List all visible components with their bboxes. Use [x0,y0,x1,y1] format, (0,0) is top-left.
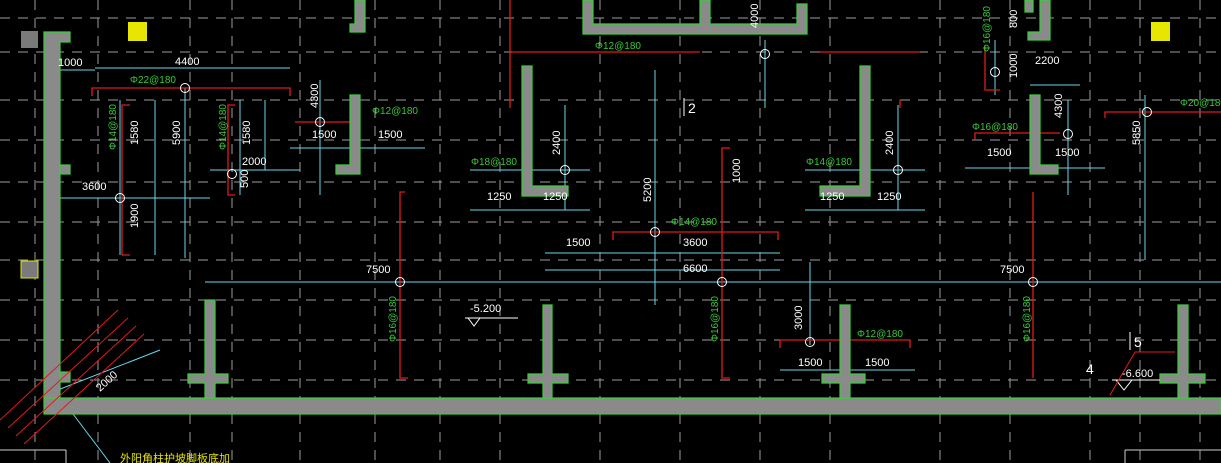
elevation-label-a: -5.200 [470,303,501,315]
dim-4400: 4400 [175,56,199,68]
wall-left-stub [59,164,71,175]
dim-3600-a: 3600 [82,181,106,193]
elevation-symbol-a [465,317,518,327]
wall-top-right [1027,0,1051,41]
wall-l-2 [521,65,569,197]
wall-bottom [43,397,1221,415]
number-label-4: 4 [1086,361,1094,377]
dim-1250-c: 1250 [820,191,844,203]
dim-1500-d: 1500 [798,357,822,369]
dim-1500-g: 1500 [1055,147,1079,159]
gray-marker-left [20,260,39,279]
rebar-lines [91,0,1221,379]
wall-l-4 [1029,94,1059,175]
dim-2000: 2000 [242,156,266,168]
diagonal-ramp [0,309,145,445]
rebar-label-8: Φ14@180 [806,157,852,168]
dim-2200: 2200 [1035,55,1059,67]
rebar-label-11: Φ12@180 [857,329,903,340]
gray-marker-top [21,31,38,48]
section-label-5: 5 [1134,334,1142,350]
dim-1500-c: 1500 [566,237,590,249]
wall-l-3 [819,65,871,197]
rebar-label-7: Φ14@180 [671,217,717,228]
wall-top-right-stub [1024,0,1034,13]
dim-500: 500 [239,170,251,188]
dimension-nodes [115,49,1152,347]
bottom-frame [0,449,1221,463]
dim-1000-b: 1000 [731,159,743,183]
dim-1000-c: 1000 [1008,54,1020,78]
dim-5850: 5850 [1131,121,1143,145]
dim-7500-b: 7500 [1000,264,1024,276]
dim-1500-f: 1500 [987,147,1011,159]
dim-1500-b: 1500 [378,129,402,141]
dim-4300-a: 4300 [309,84,321,108]
section-label-2: 2 [688,100,696,116]
dim-2400-b: 2400 [884,131,896,155]
elevation-symbol-b [1109,351,1175,396]
walls [43,0,1221,415]
rebar-label-10: Φ16@180 [710,296,721,342]
bottom-note: 外阳角柱护坡脚板底加 [120,451,230,463]
rebar-label-2: Φ14@180 [108,104,119,150]
dim-7500-a: 7500 [366,264,390,276]
wall-pier-4 [1159,304,1206,399]
rebar-label-13: Φ16@180 [972,122,1018,133]
dim-6600: 6600 [683,263,707,275]
rebar-label-6: Φ12@180 [595,41,641,52]
dim-3000: 3000 [793,306,805,330]
rebar-label-15: Φ20@180 [1180,98,1221,109]
dim-5900: 5900 [171,121,183,145]
wall-left-vertical [43,31,71,399]
dim-2000-b: 2000 [94,369,120,394]
wall-pier-1 [187,299,229,399]
dim-1000: 1000 [58,57,82,69]
dim-1580-a: 1580 [129,121,141,145]
dim-800: 800 [1008,10,1020,28]
wall-top-left [349,0,366,33]
dimension-lines [44,0,1221,463]
dim-4000: 4000 [749,4,761,28]
wall-pier-2 [527,304,569,399]
yellow-marker-right [1151,22,1170,41]
wall-left-stub2 [59,371,71,383]
dim-1250-b: 1250 [543,191,567,203]
dim-1900: 1900 [129,204,141,228]
dim-1250-a: 1250 [487,191,511,203]
dim-4300-b: 4300 [1053,94,1065,118]
dim-2400-a: 2400 [551,131,563,155]
elevation-label-b: -6.600 [1122,368,1153,380]
dim-1580-b: 1580 [241,121,253,145]
wall-l-1 [335,94,361,175]
rebar-label-12: Φ16@180 [1022,296,1033,342]
rebar-label-5: Φ18@180 [471,157,517,168]
rebar-label-3: Φ14@180 [218,104,229,150]
rebar-label-1: Φ22@180 [130,75,176,86]
dim-1500-a: 1500 [312,129,336,141]
rebar-label-9: Φ16@180 [388,296,399,342]
rebar-label-14: Φ16@180 [982,6,993,52]
dim-5200: 5200 [642,178,654,202]
dim-3600-b: 3600 [683,237,707,249]
wall-pier-3 [821,304,866,399]
wall-top-u [582,0,808,35]
dim-1500-e: 1500 [865,357,889,369]
rebar-label-4: Φ12@180 [372,106,418,117]
yellow-marker-left [128,22,147,41]
dim-1250-d: 1250 [877,191,901,203]
